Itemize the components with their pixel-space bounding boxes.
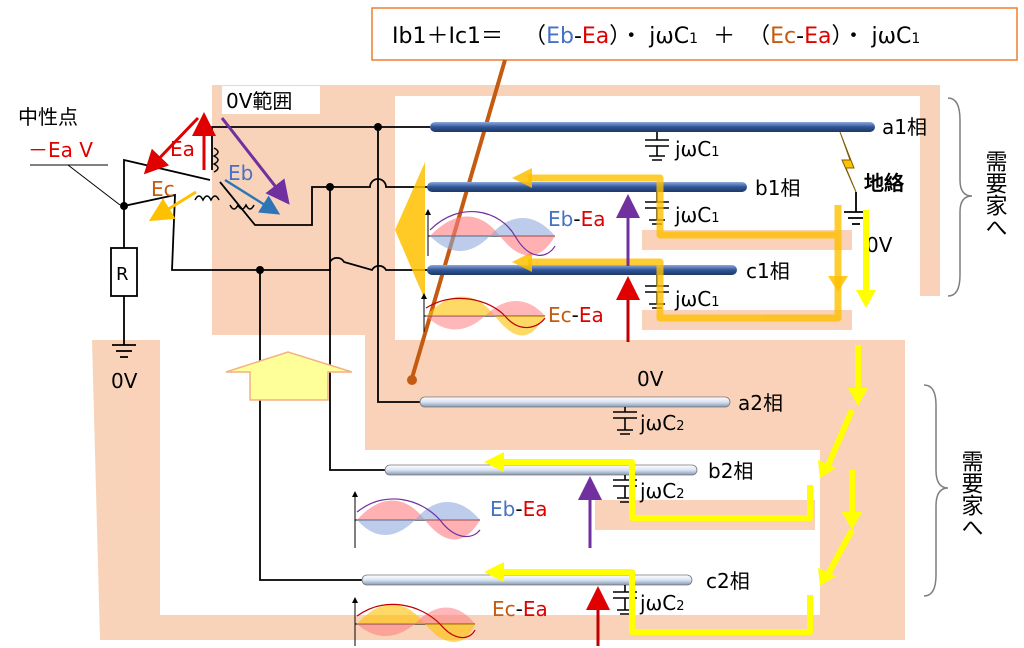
fault-label: 地絡	[864, 171, 905, 195]
line-c2: c2相	[361, 569, 750, 593]
resistor-label: R	[116, 264, 129, 285]
ground-symbol	[112, 344, 136, 358]
zero-range-label: 0V範囲	[226, 89, 292, 113]
svg-text:c2相: c2相	[706, 569, 750, 593]
waveform-b1	[425, 209, 556, 256]
svg-text:b1相: b1相	[755, 176, 800, 200]
cap-b1-label: jωC1	[674, 203, 720, 227]
svg-text:c1相: c1相	[746, 259, 790, 283]
orange-arrowheads	[395, 162, 848, 300]
pointer-node	[407, 375, 417, 385]
formula-text: Ib1＋Ic1＝ （Eb-Ea）・ jωC1 ＋ （Ec-Ea）・ jωC1	[392, 24, 920, 49]
neutral-label: 中性点	[18, 105, 78, 129]
waveform-b2	[352, 491, 481, 548]
line-b2: b2相	[384, 459, 753, 483]
cap-a1-label: jωC1	[674, 137, 720, 161]
waveform-c2	[352, 597, 476, 646]
cap-b2-label: jωC2	[639, 479, 685, 503]
eb-label: Eb	[228, 161, 253, 185]
transformer-coils	[194, 147, 255, 210]
fault-0v-label: 0V	[866, 233, 893, 257]
resistor	[110, 247, 138, 297]
cap-c2-label: jωC2	[639, 591, 685, 615]
neutral-voltage: －Ea V	[28, 138, 93, 162]
brace-upper	[947, 97, 973, 297]
formula-box	[371, 7, 1018, 61]
ec-label: Ec	[151, 177, 175, 201]
svg-text:a1相: a1相	[882, 115, 927, 139]
fault-lightning-icon	[839, 131, 857, 193]
diff-b2: Eb-Ea	[490, 497, 547, 521]
line-b1: b1相	[427, 176, 800, 200]
ea-label: Ea	[170, 137, 195, 161]
line-a1: a1相	[430, 115, 927, 139]
waveform-c1	[421, 293, 546, 336]
svg-text:a2相: a2相	[738, 391, 783, 415]
diff-b1: Eb-Ea	[548, 207, 605, 231]
diff-c2: Ec-Ea	[492, 597, 548, 621]
diff-c1: Ec-Ea	[548, 303, 604, 327]
zero-volt-region	[92, 85, 940, 640]
yellow-arrowheads	[484, 290, 876, 586]
svg-text:b2相: b2相	[708, 459, 753, 483]
up-flow-arrow	[225, 351, 353, 401]
line-a2: a2相	[419, 391, 783, 415]
cap-c1-label: jωC1	[674, 287, 720, 311]
consumer-label-upper: 需要家へ	[982, 150, 1007, 238]
brace-lower	[923, 384, 949, 597]
a2-0v-label: 0V	[637, 367, 664, 391]
yellow-current-flow	[500, 210, 869, 635]
consumer-label-lower: 需要家へ	[958, 450, 983, 538]
ground-0v-label: 0V	[111, 369, 138, 393]
cap-a2-label: jωC2	[639, 411, 685, 435]
